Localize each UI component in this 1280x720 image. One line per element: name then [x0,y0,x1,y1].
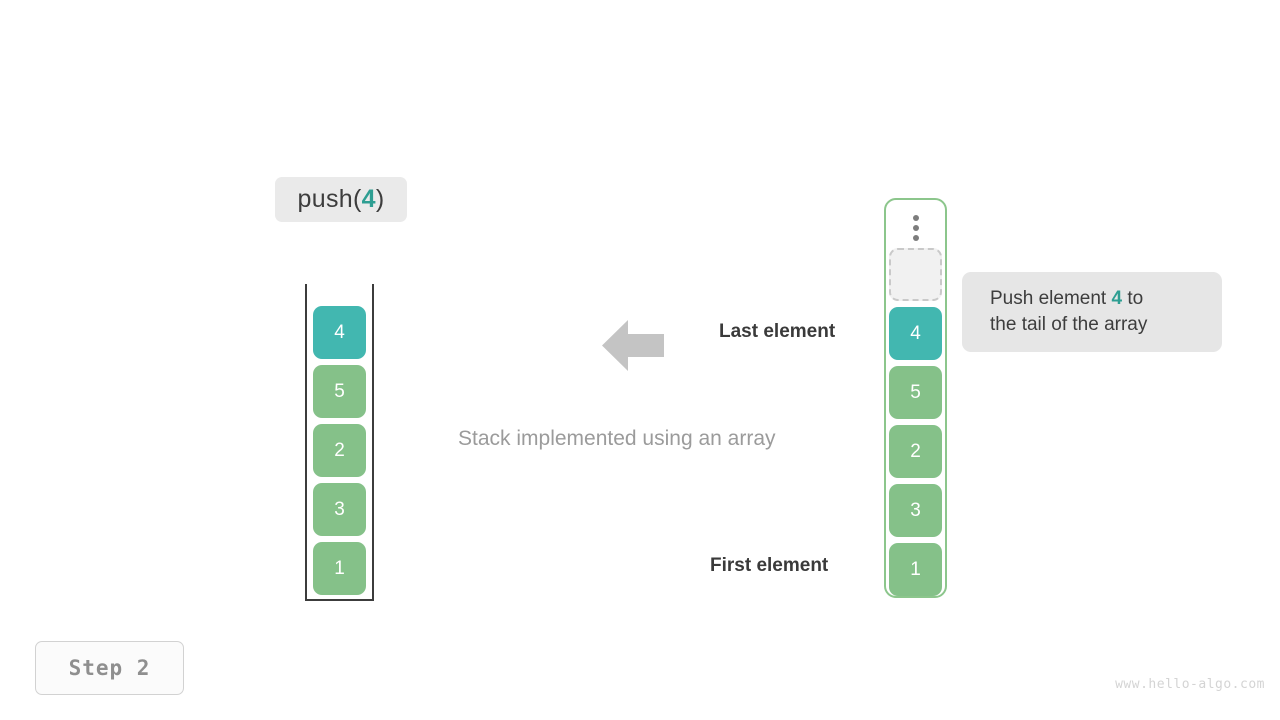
ellipsis-dot [912,215,919,221]
note-prefix: Push element [990,288,1112,309]
array-cell: 3 [889,484,942,537]
operation-value: 4 [361,185,376,213]
ellipsis-dot [912,235,919,241]
stack-cell: 4 [313,306,366,359]
stack-cell: 1 [313,542,366,595]
stack-cells: 4 5 2 3 1 [313,306,366,595]
operation-label: push(4) [275,177,407,222]
stack-cell: 5 [313,365,366,418]
last-element-label: Last element [719,321,836,342]
stack-caption: Stack implemented using an array [458,427,776,450]
operation-prefix: push( [297,185,362,213]
note-line-1: Push element 4 to [990,286,1194,312]
operation-suffix: ) [375,185,385,213]
array-cell: 5 [889,366,942,419]
array-cell-empty [889,248,942,301]
stack-cell: 3 [313,483,366,536]
ellipsis-dot [912,225,919,231]
watermark: www.hello-algo.com [1115,677,1265,692]
stack-cell: 2 [313,424,366,477]
array-cell: 2 [889,425,942,478]
array-cells: 4 5 2 3 1 [889,248,942,596]
arrow-left-icon [602,320,664,371]
first-element-label: First element [710,555,829,576]
array-cell: 4 [889,307,942,360]
stack-container [305,284,374,601]
note-suffix: to [1122,288,1144,309]
vertical-ellipsis-icon [884,210,947,246]
step-badge: Step 2 [35,641,184,695]
note-line-2: the tail of the array [990,314,1148,335]
note-box: Push element 4 to the tail of the array [962,272,1222,352]
array-container [884,198,947,598]
note-value: 4 [1111,288,1123,309]
array-cell: 1 [889,543,942,596]
